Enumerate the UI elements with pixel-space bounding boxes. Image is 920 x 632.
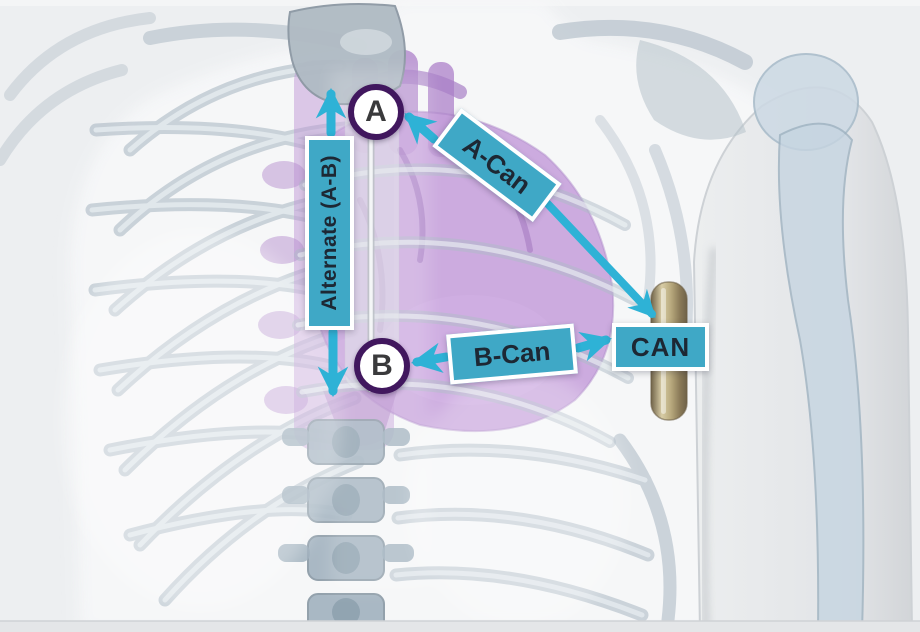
marker-b-letter: B: [371, 349, 393, 382]
arrow-a-can-to-can: [541, 197, 656, 318]
label-can-text: CAN: [630, 332, 691, 362]
marker-a: A: [348, 84, 404, 140]
label-can: CAN: [612, 323, 709, 371]
marker-b: B: [354, 338, 410, 394]
arrow-b-can-to-b: [410, 342, 451, 373]
label-alternate-a-b: Alternate (A-B): [305, 136, 354, 330]
armpit-crease: [700, 247, 718, 632]
arrow-a-can-to-a: [404, 112, 439, 145]
marker-a-letter: A: [365, 95, 387, 128]
arrow-b-can-to-can: [573, 332, 612, 362]
manubrium-highlight: [340, 29, 392, 55]
clavicle-right: [552, 19, 753, 70]
label-b-can-text: B-Can: [472, 335, 552, 373]
bottom-edge: [0, 621, 920, 632]
scapula-left-arcs: [0, 12, 156, 166]
humerus-shaft: [777, 122, 865, 632]
label-alternate-a-b-text: Alternate (A-B): [318, 155, 341, 311]
scapula-right: [636, 40, 746, 140]
